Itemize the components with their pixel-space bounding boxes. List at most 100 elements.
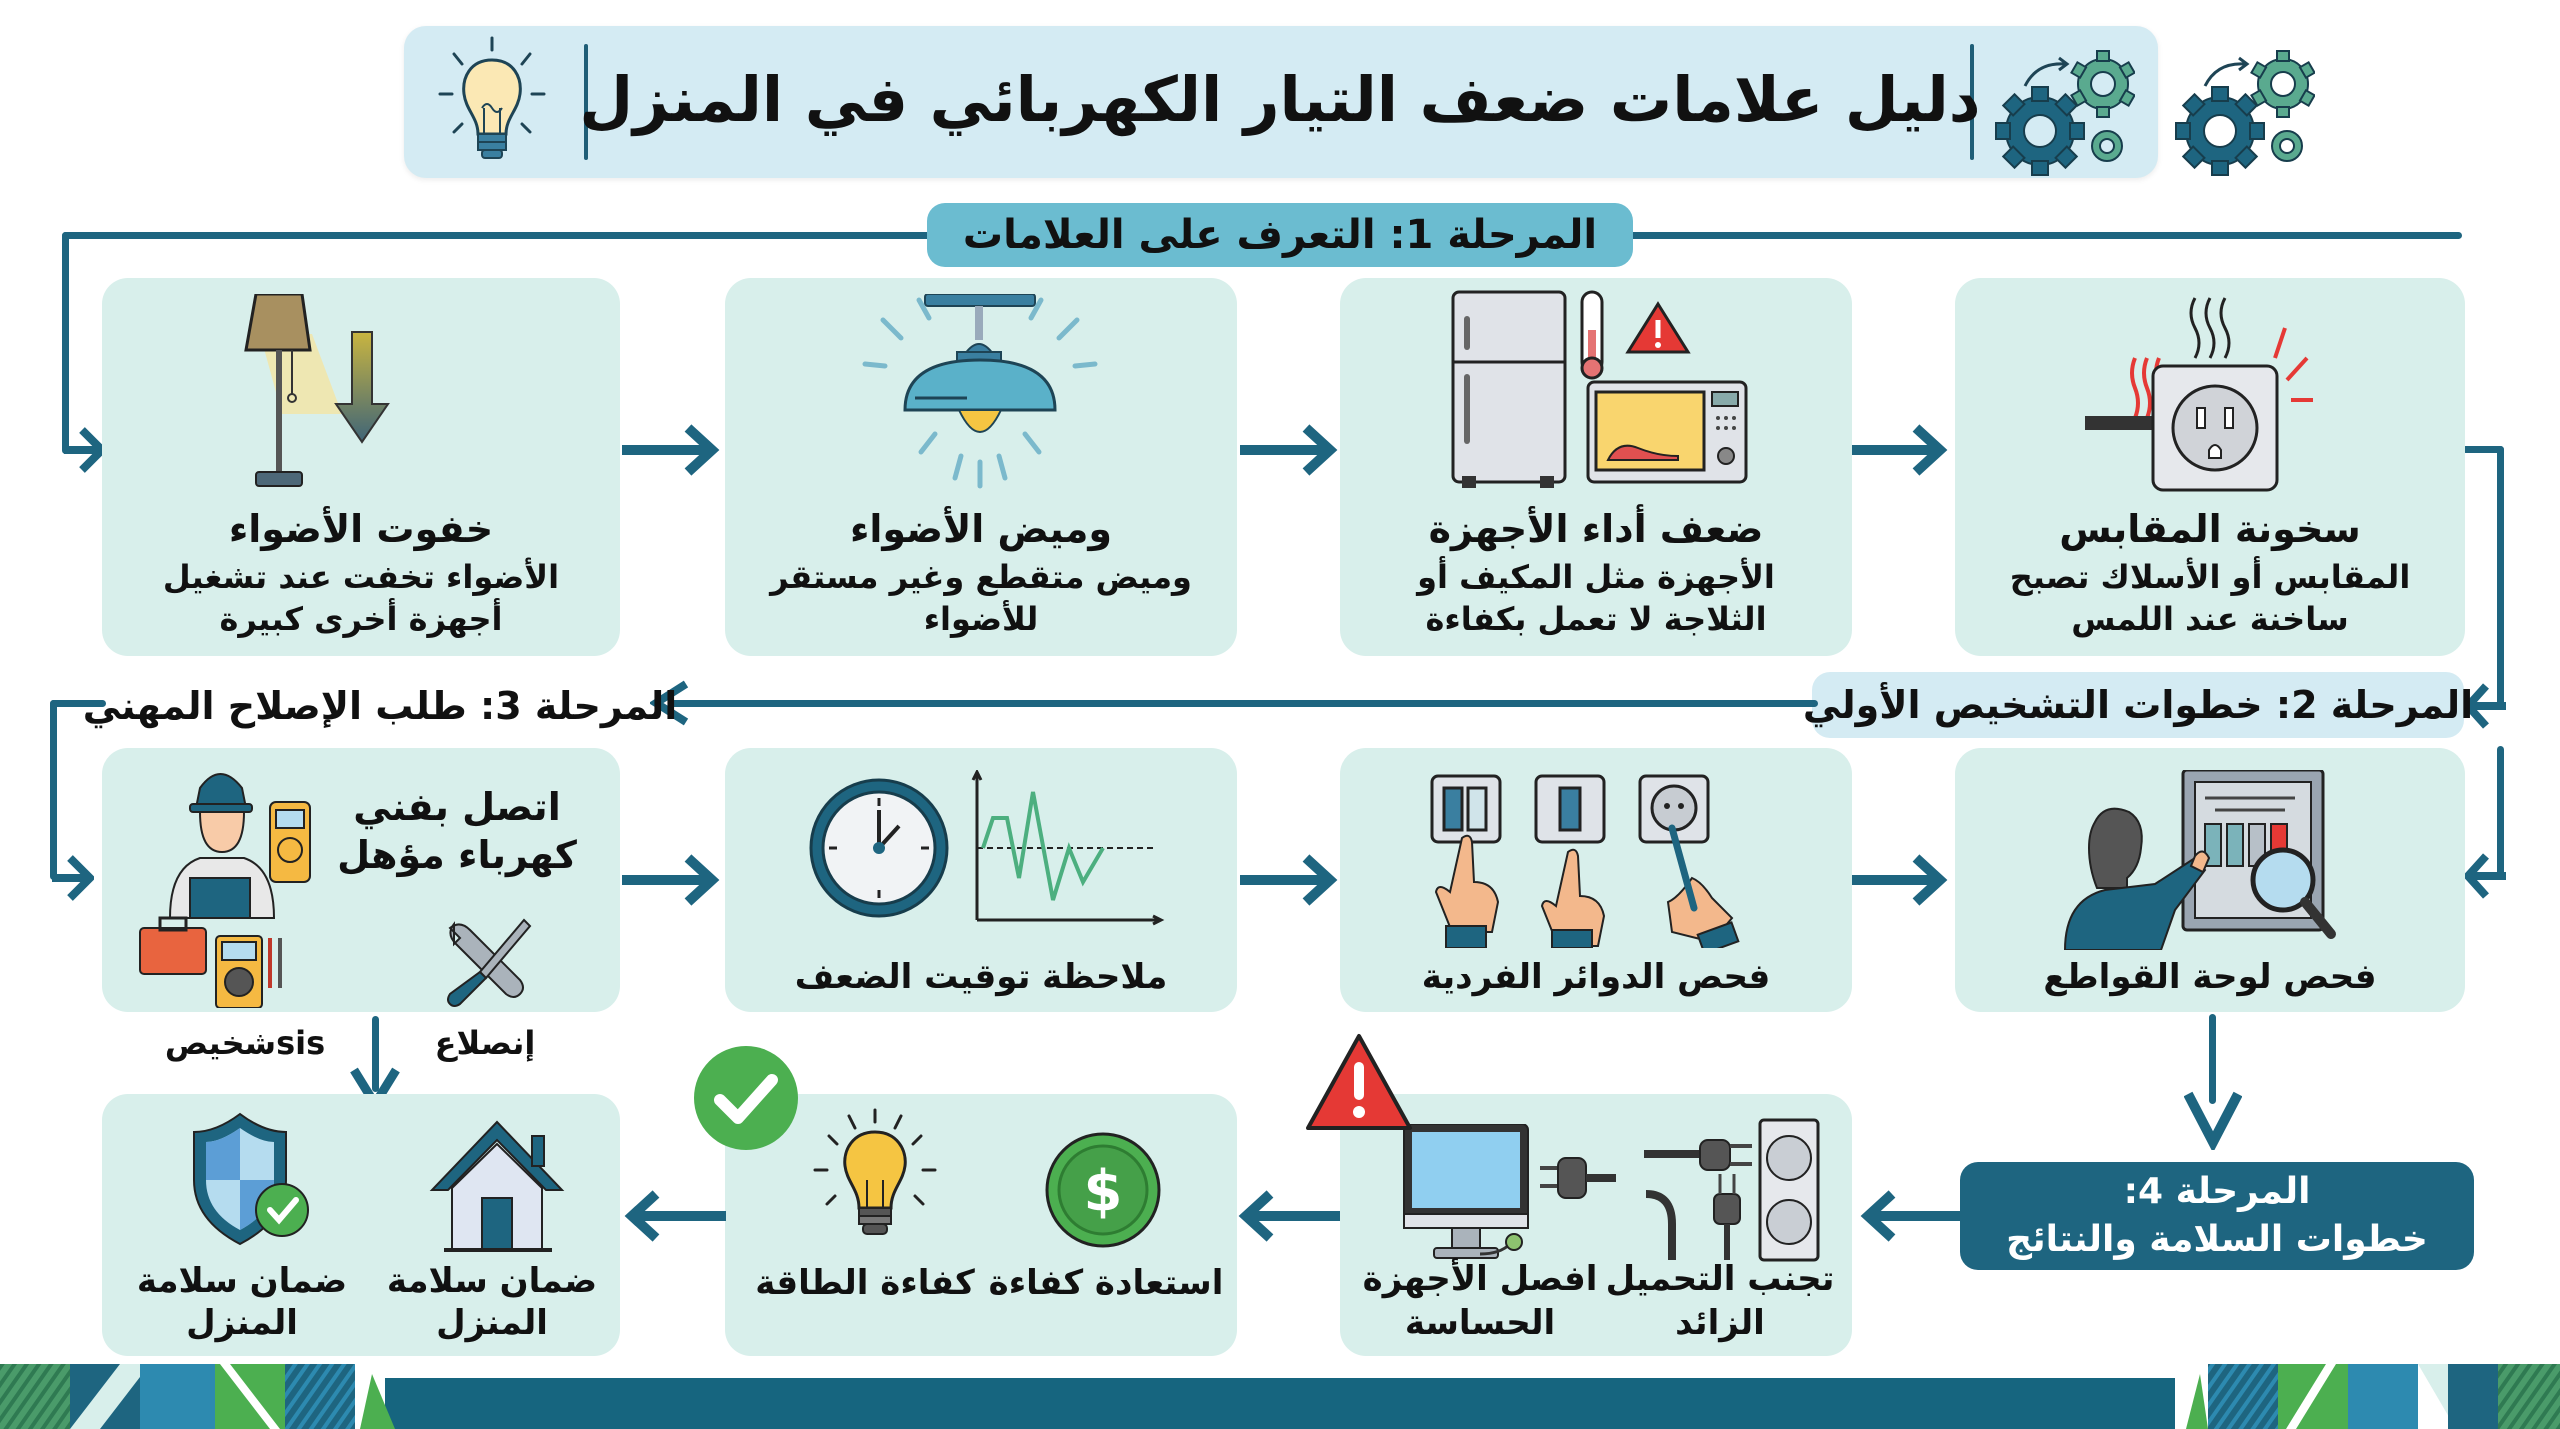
- warning-icon: [1306, 1034, 1412, 1130]
- connector-line: [2209, 1014, 2216, 1104]
- footer-pattern-left: [0, 1364, 395, 1429]
- title-banner: [404, 26, 2158, 178]
- connector-line: [2497, 446, 2504, 706]
- arrow-right-icon: [64, 427, 106, 473]
- card-title: تجنب التحميل: [1605, 1259, 1835, 1299]
- connector-line: [50, 700, 106, 707]
- card-hot-outlets: سخونة المقابس المقابس أو الأسلاك تصبح سا…: [1955, 278, 2465, 656]
- card-description: للأضواء: [923, 600, 1039, 638]
- electrician-icon: [139, 773, 311, 1008]
- connector-line: [2462, 446, 2504, 453]
- connector-line: [62, 232, 69, 454]
- card-dimming-lights: خفوت الأضواء الأضواء تخفت عند تشغيل أجهز…: [102, 278, 620, 656]
- card-title: اتصل بفني: [353, 785, 561, 829]
- card-description: الأضواء تخفت عند تشغيل: [162, 558, 560, 596]
- card-title: سخونة المقابس: [2059, 507, 2361, 551]
- title-separator: [1970, 44, 1974, 160]
- arrow-right-icon: [1240, 424, 1338, 476]
- card-home-safety: ضمان سلامة المنزل ضمان سلامة المنزل: [102, 1094, 620, 1356]
- phase-4-subtitle: خطوات السلامة والنتائج: [2006, 1219, 2428, 1260]
- arrow-right-icon: [622, 854, 720, 906]
- card-title: افصل الأجهزة: [1362, 1259, 1598, 1299]
- clock-voltage-graph-icon: [809, 770, 1165, 926]
- power-strip-overload-icon: [1644, 1118, 1820, 1262]
- card-description: أجهزة أخرى كبيرة: [219, 600, 503, 638]
- card-timing: ملاحظة توقيت الضعف: [725, 748, 1237, 1012]
- lightbulb-icon: [438, 36, 546, 159]
- card-title: كفاءة الطاقة: [755, 1263, 975, 1303]
- arrow-right-icon: [1850, 854, 1948, 906]
- title-separator: [584, 44, 588, 160]
- card-title: خفوت الأضواء: [228, 507, 494, 551]
- shield-check-icon: [193, 1112, 309, 1246]
- arrow-left-icon: [624, 1190, 726, 1242]
- phase-4-label: المرحلة 4: خطوات السلامة والنتائج: [1960, 1162, 2474, 1270]
- card-title: المنزل: [436, 1303, 548, 1343]
- card-call-electrician: اتصل بفني كهرباء مؤهل: [102, 748, 620, 1012]
- connector-line: [50, 700, 57, 880]
- connector-line: [668, 700, 1818, 707]
- arrow-left-icon: [1860, 1190, 1962, 1242]
- arrow-right-icon: [622, 424, 720, 476]
- card-title: الزائد: [1675, 1303, 1765, 1343]
- arrow-down-icon: [2184, 1091, 2242, 1150]
- phase-2-label: المرحلة 2: خطوات التشخيص الأولي: [1803, 672, 2473, 738]
- card-breaker-panel: فحص لوحة القواطع: [1955, 748, 2465, 1012]
- connector-line: [62, 232, 942, 239]
- phase-4-title: المرحلة 4:: [2123, 1171, 2311, 1212]
- card-description: ساخنة عند اللمس: [2071, 600, 2349, 638]
- check-circle-icon: [694, 1046, 798, 1150]
- card-appliance-performance: ضعف أداء الأجهزة الأجهزة مثل المكيف أو ا…: [1340, 278, 1852, 656]
- arrow-left-icon: [2462, 853, 2506, 899]
- page-title: دليل علامات ضعف التيار الكهربائي في المن…: [579, 62, 1981, 136]
- card-title: وميض الأضواء: [849, 507, 1113, 551]
- lightbulb-icon: [813, 1108, 937, 1235]
- breaker-panel-inspection-icon: [2063, 770, 2336, 950]
- card-description: المقابس أو الأسلاك تصبح: [2009, 558, 2411, 596]
- card-title: ملاحظة توقيت الضعف: [794, 957, 1168, 997]
- card-title: المنزل: [186, 1303, 298, 1343]
- diagnosis-label: sisشخيص: [164, 1024, 326, 1062]
- svg-text:$: $: [1084, 1159, 1123, 1224]
- arrow-right-icon: [1850, 424, 1948, 476]
- appliances-warning-icon: [1451, 290, 1748, 488]
- card-title: ضمان سلامة: [386, 1261, 598, 1301]
- card-description: وميض متقطع وغير مستقر: [770, 558, 1192, 596]
- card-description: الثلاجة لا تعمل بكفاءة: [1425, 600, 1767, 638]
- wrench-screwdriver-icon: [447, 918, 532, 1007]
- dollar-coin-icon: $: [1045, 1132, 1161, 1248]
- arrow-right-icon: [52, 855, 94, 901]
- card-flickering-lights: وميض الأضواء وميض متقطع وغير مستقر للأضو…: [725, 278, 1237, 656]
- phase-3-label: المرحلة 3: طلب الإصلاح المهني: [82, 684, 678, 728]
- arrow-left-icon: [1238, 1190, 1340, 1242]
- gears-icon: [1995, 50, 2135, 176]
- connector-line: [1620, 232, 2462, 239]
- house-icon: [429, 1120, 565, 1252]
- arrow-left-icon: [2462, 683, 2506, 729]
- phase-1-label: المرحلة 1: التعرف على العلامات: [927, 203, 1633, 267]
- hot-outlet-icon: [2085, 297, 2313, 492]
- card-title: فحص لوحة القواطع: [2043, 957, 2377, 997]
- arrow-left-icon: [650, 680, 689, 726]
- card-title: فحص الدوائر الفردية: [1421, 957, 1771, 997]
- connector-line: [2497, 746, 2504, 880]
- repair-label: إنصلاع: [434, 1024, 536, 1062]
- arrow-right-icon: [1240, 854, 1338, 906]
- footer-pattern-right: [2186, 1364, 2560, 1429]
- card-safety-steps: تجنب التحميل الزائد افصل الأجهزة الحساسة: [1306, 1034, 1852, 1356]
- card-title: استعادة كفاءة: [988, 1263, 1224, 1303]
- connector-line: [372, 1016, 379, 1092]
- footer-band: [385, 1378, 2175, 1429]
- flickering-ceiling-lamp-icon: [862, 294, 1098, 489]
- card-individual-circuits: فحص الدوائر الفردية: [1340, 748, 1852, 1012]
- unplug-computer-icon: [1403, 1124, 1616, 1259]
- card-efficiency: $ استعادة كفاءة كفاءة الطاقة: [725, 1094, 1237, 1356]
- dimming-floor-lamp-icon: [244, 294, 390, 487]
- card-title: ضمان سلامة: [136, 1261, 348, 1301]
- card-title: ضعف أداء الأجهزة: [1428, 507, 1764, 551]
- card-description: الأجهزة مثل المكيف أو: [1417, 558, 1775, 596]
- switches-testing-icon: [1430, 774, 1740, 948]
- card-title: الحساسة: [1404, 1303, 1556, 1343]
- gears-icon: [2175, 50, 2315, 176]
- card-title: كهرباء مؤهل: [337, 833, 577, 877]
